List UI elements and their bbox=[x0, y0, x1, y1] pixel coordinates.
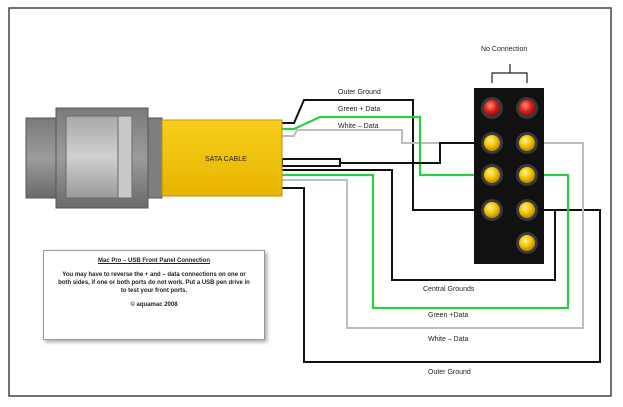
label-outer-ground-bottom: Outer Ground bbox=[428, 369, 471, 376]
pin bbox=[484, 167, 500, 183]
header-pins bbox=[481, 97, 538, 254]
wire-green-data-b bbox=[282, 173, 570, 310]
pin bbox=[484, 202, 500, 218]
pin bbox=[519, 235, 535, 251]
note-title: Mac Pro – USB Front Panel Connection bbox=[97, 258, 210, 264]
no-connection-bracket bbox=[491, 64, 528, 83]
wire-central-ground-a bbox=[340, 142, 490, 164]
pin-no-connection-right bbox=[519, 100, 535, 116]
pin bbox=[519, 135, 535, 151]
sata-cable-body bbox=[161, 119, 283, 197]
wire-central-ground-loop bbox=[281, 158, 341, 167]
usb-plug-end bbox=[25, 117, 57, 199]
usb-plug-stripe bbox=[117, 115, 133, 199]
pin-no-connection-left bbox=[484, 100, 500, 116]
usb-plug-inner bbox=[65, 115, 119, 199]
label-central-grounds: Central Grounds bbox=[423, 286, 475, 293]
label-white-data-top: White – Data bbox=[338, 123, 379, 130]
label-outer-ground-top: Outer Ground bbox=[338, 89, 381, 96]
wire-green-data-a bbox=[282, 115, 490, 177]
wire-outer-ground bbox=[282, 99, 601, 363]
pin bbox=[484, 135, 500, 151]
note-box: Mac Pro – USB Front Panel Connection You… bbox=[43, 250, 265, 340]
wire-central-ground-b bbox=[282, 169, 556, 281]
pin bbox=[519, 202, 535, 218]
note-body: You may have to reverse the + and – data… bbox=[58, 272, 250, 294]
label-green-data-top: Green + Data bbox=[338, 106, 380, 113]
label-white-data-bottom: White – Data bbox=[428, 336, 469, 343]
pin bbox=[519, 167, 535, 183]
label-green-data-bottom: Green +Data bbox=[428, 312, 468, 319]
sata-cable-label: SATA CABLE bbox=[205, 156, 247, 163]
note-copyright: © aquamac 2008 bbox=[130, 302, 178, 308]
usb-plug-neck bbox=[147, 117, 163, 199]
no-connection-label: No Connection bbox=[481, 46, 527, 53]
frame-border bbox=[8, 7, 612, 397]
